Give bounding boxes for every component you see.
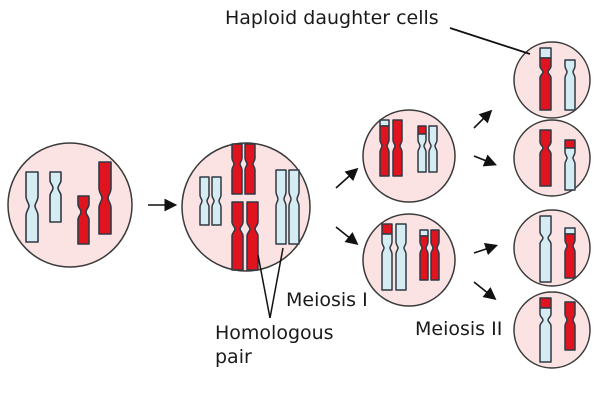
parent-cell	[7, 142, 133, 268]
haploid-label-pointer	[449, 27, 531, 55]
chromosome-blue-long	[25, 171, 39, 243]
chromosome-red-long	[98, 161, 112, 235]
chromosome-x-red-short	[231, 143, 256, 195]
haploid-daughter-cells-label: Haploid daughter cells	[225, 7, 439, 29]
arrow-to-lower-meiosis-2	[335, 226, 359, 245]
meiosis-1-label: Meiosis I	[286, 289, 368, 311]
homologous-pair-pointer	[257, 247, 284, 319]
daughter-cell-2	[513, 119, 591, 197]
homologous-pair-label: Homologous pair	[215, 322, 334, 370]
chromosome-x-blue-short	[199, 176, 222, 226]
arrow-to-daughter-1	[473, 109, 493, 129]
daughter-cell-1	[513, 41, 591, 119]
arrow-to-upper-meiosis-2	[335, 167, 359, 189]
meiosis-1-cell	[181, 142, 311, 272]
chromosome-red-short	[77, 195, 90, 245]
arrow-to-daughter-3	[473, 242, 499, 256]
chromosome-x-blue-long	[275, 169, 300, 245]
chromosome-x-red-long	[231, 201, 259, 271]
arrow-to-daughter-2	[473, 154, 497, 167]
meiosis-2-upper-cell	[362, 109, 456, 203]
meiosis-2-label: Meiosis II	[415, 318, 503, 340]
homologous-pair-line-1: Homologous	[215, 322, 334, 344]
meiosis-2-lower-cell	[362, 213, 456, 307]
arrow-to-daughter-4	[473, 281, 497, 300]
homologous-pair-line-2: pair	[215, 345, 252, 368]
chromosome-blue-short	[49, 171, 62, 223]
daughter-cell-4	[513, 291, 591, 369]
daughter-cell-3	[513, 209, 591, 287]
